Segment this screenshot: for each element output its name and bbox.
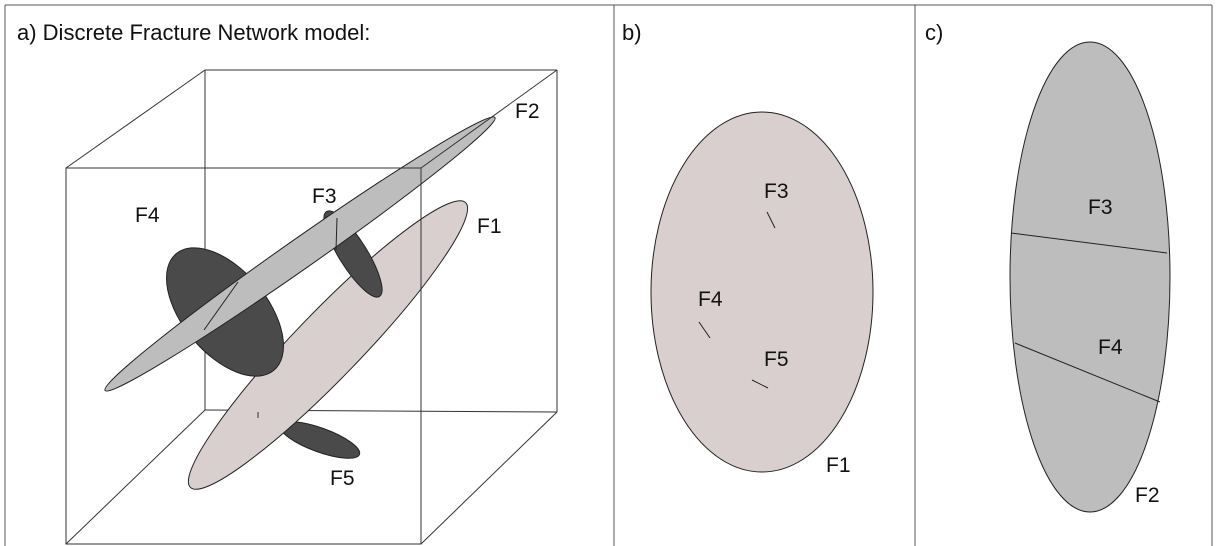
label-b-f3: F3 xyxy=(764,180,789,203)
label-f2: F2 xyxy=(515,100,540,123)
label-f4: F4 xyxy=(135,204,160,227)
trace-c-f4 xyxy=(1014,342,1161,403)
panel-b: b) F3 F4 F5 F1 xyxy=(622,20,874,477)
panel-c-title: c) xyxy=(925,20,943,45)
fracture-f1-section xyxy=(650,111,874,473)
panel-a: a) Discrete Fracture Network model: xyxy=(17,20,558,545)
panel-a-title: a) Discrete Fracture Network model: xyxy=(17,20,370,45)
trace-f5 xyxy=(751,379,769,389)
fracture-f2 xyxy=(104,116,496,392)
figure-frame xyxy=(4,4,1213,546)
label-c-f3: F3 xyxy=(1088,196,1113,219)
f2-f4-intersection xyxy=(203,281,239,331)
label-f5: F5 xyxy=(330,467,355,490)
cube-back-edges xyxy=(204,69,558,413)
f2-f3-intersection xyxy=(335,217,338,251)
label-b-f5: F5 xyxy=(764,348,789,371)
label-c-f4: F4 xyxy=(1098,336,1123,359)
label-b-f4: F4 xyxy=(698,288,723,311)
fracture-f2-section xyxy=(1009,41,1171,513)
label-c-f2: F2 xyxy=(1135,484,1160,507)
trace-c-f3 xyxy=(1010,232,1168,254)
label-b-f1: F1 xyxy=(826,454,851,477)
panel-b-title: b) xyxy=(622,20,642,45)
label-f1: F1 xyxy=(477,215,502,238)
trace-f3 xyxy=(766,211,776,229)
trace-f4 xyxy=(698,321,711,339)
label-f3: F3 xyxy=(312,185,337,208)
cube-front-edges xyxy=(65,69,558,545)
panel-c: c) F3 F4 F2 xyxy=(925,20,1171,513)
